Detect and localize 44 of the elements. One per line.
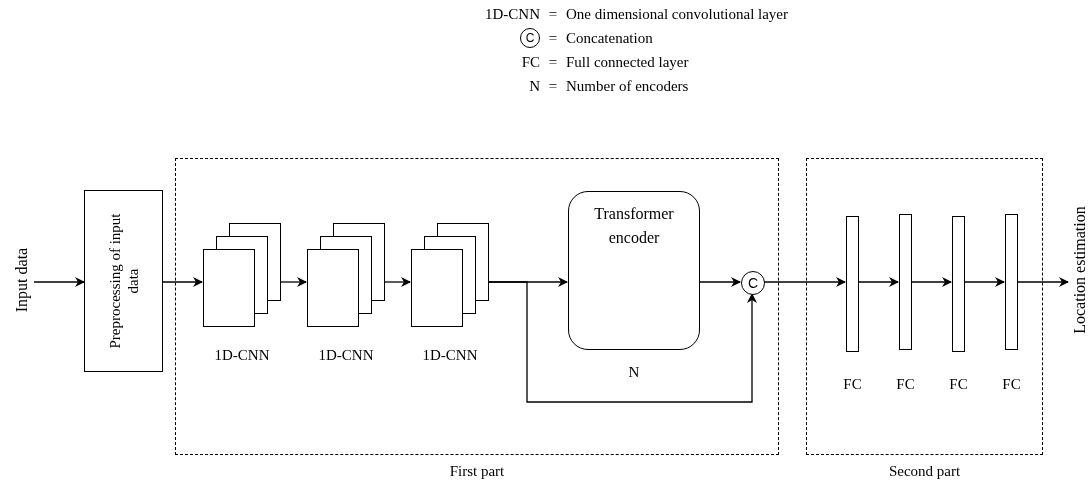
arrow: [698, 277, 741, 287]
fc-layer-bar: [846, 216, 859, 352]
arrow: [33, 277, 85, 287]
legend-term: N: [529, 77, 540, 96]
arrow: [857, 277, 899, 287]
layer-caption: 1D-CNN: [318, 346, 374, 365]
vertical-label: Input data: [10, 190, 34, 370]
group-caption: First part: [448, 462, 506, 481]
layer-caption: 1D-CNN: [422, 346, 478, 365]
process-box: [84, 190, 163, 372]
box-label: Preprocessing of input data: [105, 212, 142, 351]
layer-stack-drawing: [203, 223, 281, 327]
layer-stack-drawing: [411, 223, 489, 327]
arrow: [162, 277, 203, 287]
legend-definition: One dimensional convolutional layer: [566, 6, 789, 22]
encoder-box: Transformer encoder: [568, 191, 700, 350]
arrow: [963, 277, 1005, 287]
legend-definition: Number of encoders: [566, 78, 689, 94]
layer-caption: FC: [1002, 375, 1021, 394]
layer-caption: FC: [843, 375, 862, 394]
legend-term: FC: [521, 53, 540, 72]
group-caption: Second part: [887, 462, 962, 481]
equals-sign: =: [548, 78, 558, 94]
legend-definition: Concatenation: [566, 30, 653, 46]
layer-caption: FC: [896, 375, 915, 394]
layer-caption: 1D-CNN: [214, 346, 270, 365]
legend-term: 1D-CNN: [485, 5, 540, 24]
arrow: [763, 277, 846, 287]
fc-layer-bar: [952, 216, 965, 352]
arrow: [910, 277, 952, 287]
arrow: [383, 277, 411, 287]
arrow: [279, 277, 307, 287]
equals-sign: =: [548, 30, 558, 46]
layer-stack-drawing: [307, 223, 385, 327]
layer-caption: FC: [949, 375, 968, 394]
fc-layer-bar: [1005, 214, 1018, 350]
arrow: [1016, 277, 1069, 287]
arrow: [487, 281, 757, 403]
equals-sign: =: [548, 54, 558, 70]
layer-caption: N: [628, 363, 640, 382]
equals-sign: =: [548, 6, 558, 22]
vertical-label: Location estimation: [1068, 150, 1092, 390]
legend-definition: Full connected layer: [566, 54, 689, 70]
fc-layer-bar: [899, 214, 912, 350]
